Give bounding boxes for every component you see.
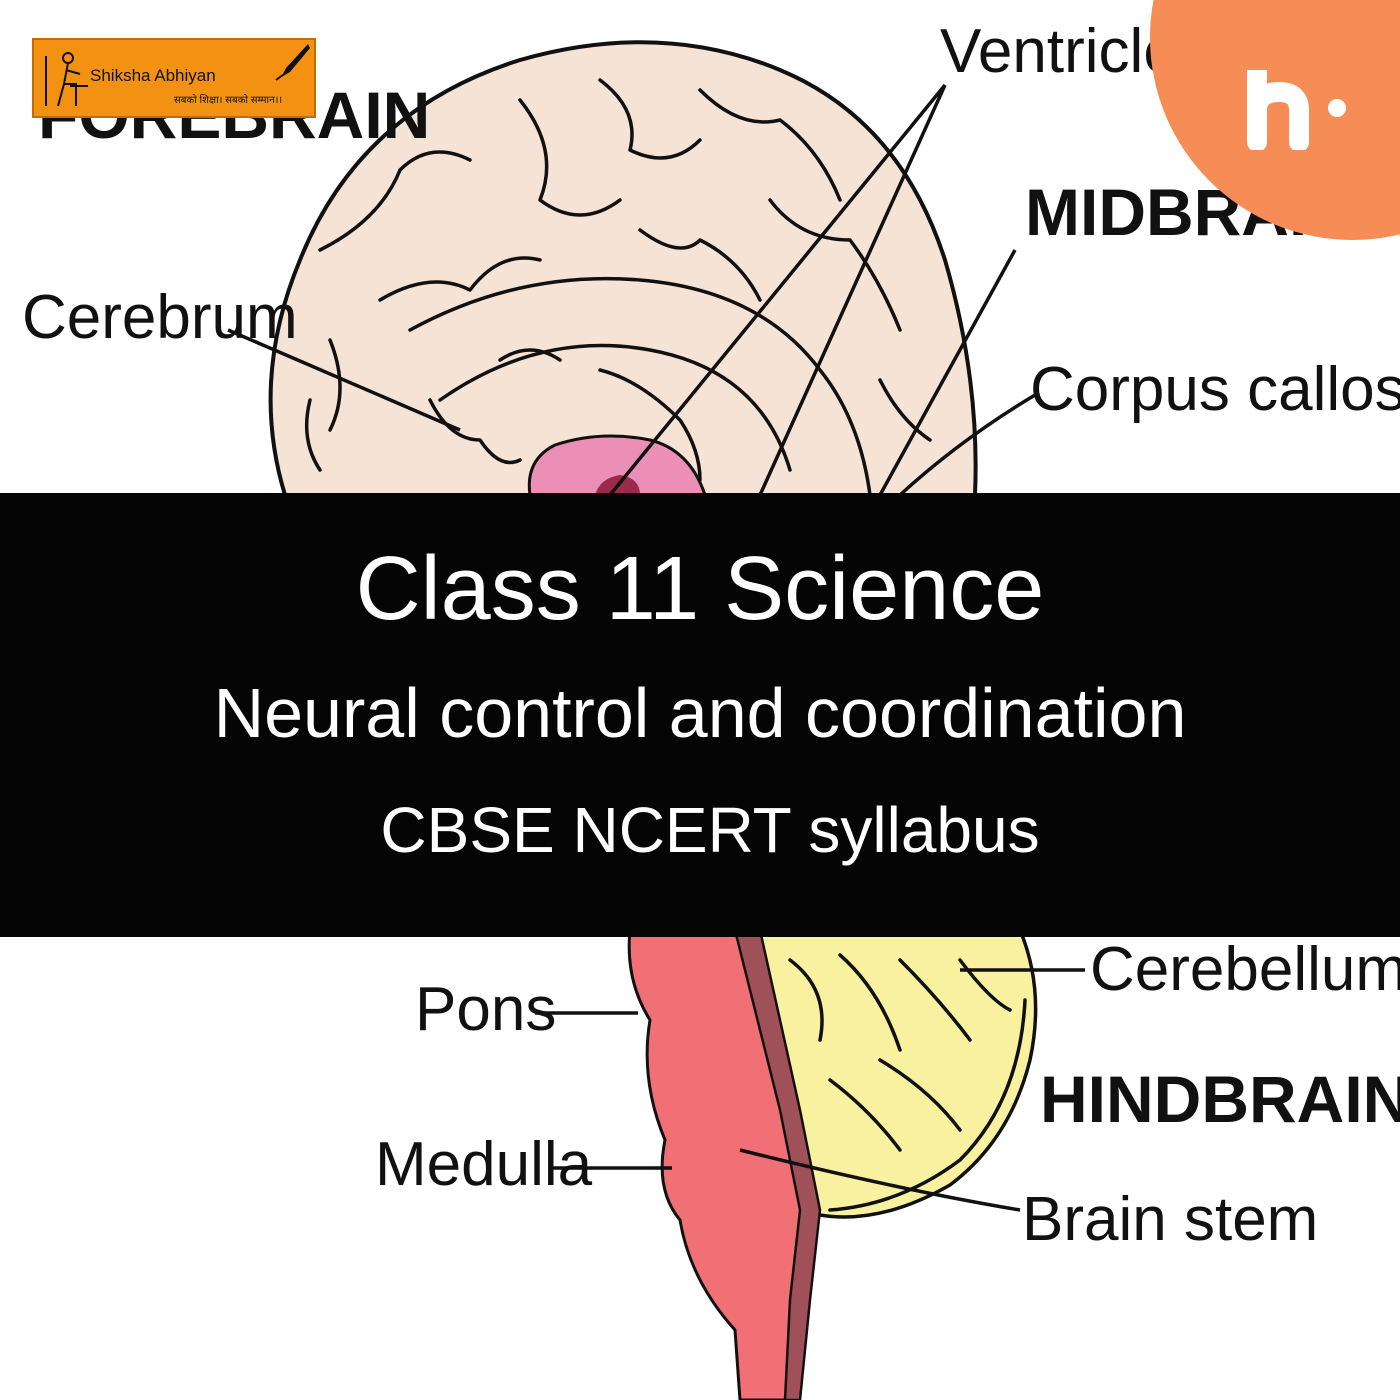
- hindbrain-label: HINDBRAIN: [1040, 1062, 1400, 1136]
- cerebrum-shape: [268, 40, 978, 497]
- cerebellum-ridge: [828, 998, 1027, 1212]
- cerebrum-leader: [227, 328, 461, 432]
- medulla-label: Medulla: [375, 1130, 593, 1199]
- brainstem-back-edge: [733, 928, 822, 1400]
- midbrain-leader: [878, 249, 1017, 496]
- ventricles-leader: [608, 83, 947, 497]
- corpus-callosum-label: Corpus callosum: [1030, 355, 1400, 424]
- pen-icon: [275, 44, 310, 81]
- cerebellum-label: Cerebellum: [1090, 935, 1400, 1004]
- banner-syllabus: CBSE NCERT syllabus: [380, 794, 1040, 866]
- corpus-callosum-arc: [408, 276, 872, 497]
- logo-name: Shiksha Abhiyan: [90, 66, 216, 85]
- shiksha-abhiyan-logo: Shiksha Abhiyan सबको शिक्षा। सबको सम्मान…: [32, 38, 316, 118]
- title-banner: Class 11 Science Neural control and coor…: [0, 493, 1400, 937]
- banner-title: Class 11 Science: [355, 539, 1045, 639]
- cerebrum-label: Cerebrum: [22, 283, 298, 352]
- h-dot-icon: [1247, 70, 1346, 150]
- cerebellum-folia: [788, 953, 1012, 1152]
- brain-stem-leader: [739, 1148, 1021, 1212]
- logo-tagline: सबको शिक्षा। सबको सम्मान।।: [174, 95, 283, 106]
- banner-subtitle: Neural control and coordination: [213, 674, 1187, 752]
- brain-stem-label: Brain stem: [1022, 1185, 1318, 1254]
- student-desk-icon: [45, 52, 88, 107]
- cerebrum-gyri: [304, 78, 932, 482]
- corpus-callosum-leader: [898, 393, 1036, 497]
- pons-label: Pons: [415, 975, 556, 1044]
- thalamus-shape: [527, 434, 708, 497]
- inner-arc: [438, 343, 792, 472]
